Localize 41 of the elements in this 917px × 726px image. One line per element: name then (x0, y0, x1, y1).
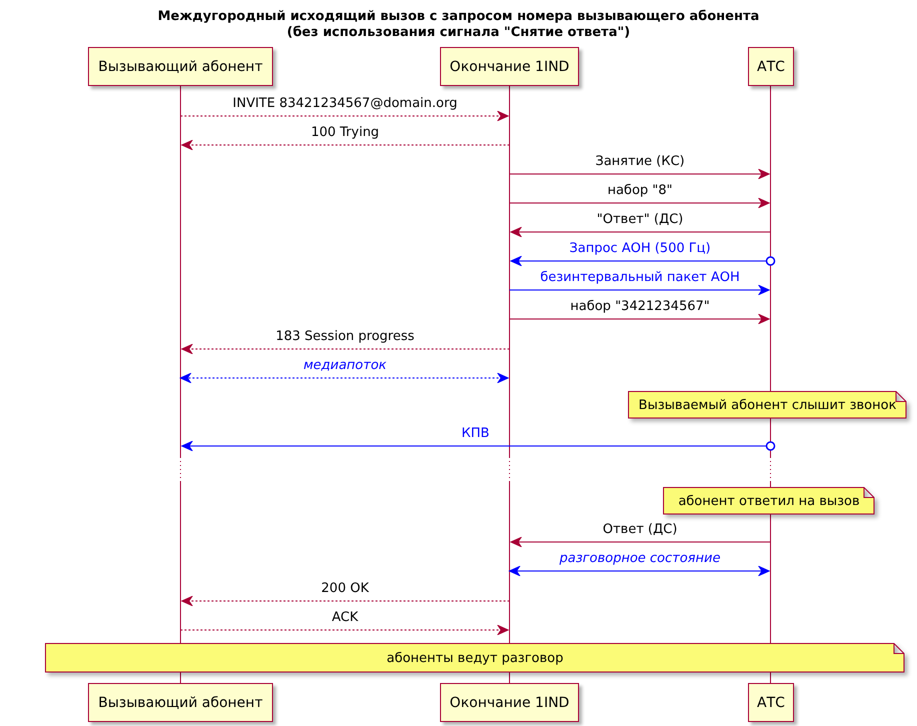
message-arrow (182, 441, 776, 451)
message-arrow (509, 314, 770, 324)
participant-box: АТС (748, 47, 794, 86)
message-label: 100 Trying (310, 125, 380, 141)
note-box: абонент ответил на вызов (663, 487, 875, 515)
message-arrow (509, 198, 770, 208)
message-arrow (180, 373, 508, 383)
message-label: 200 OK (321, 581, 369, 597)
message-arrow (510, 537, 771, 547)
diagram-title: Междугородный исходящий вызов с запросом номера вызывающего абонента (без использования сигнала "Снятие ответа") (156, 9, 760, 41)
message-label: Занятие (КС) (595, 154, 685, 170)
message-label: КПВ (462, 426, 490, 442)
message-arrow (509, 169, 770, 179)
message-arrow (182, 596, 510, 606)
message-label: ACK (332, 610, 358, 626)
message-arrow (180, 111, 508, 121)
message-label: набор "3421234567" (570, 299, 710, 315)
message-label: набор "8" (607, 183, 673, 199)
message-arrow (510, 227, 771, 237)
participant-box: Вызывающий абонент (88, 683, 273, 722)
message-label: безинтервальный пакет АОН (540, 270, 740, 286)
message-arrow (510, 256, 776, 266)
message-label: медиапоток (303, 358, 387, 374)
message-label: разговорное состояние (560, 551, 720, 567)
note-box: Вызываемый абонент слышит звонок (628, 391, 907, 419)
message-arrow (182, 140, 510, 150)
lifeline (179, 86, 182, 683)
message-arrow (509, 566, 770, 576)
message-label: "Ответ" (ДС) (596, 212, 684, 228)
note-box: абоненты ведут разговор (45, 643, 905, 673)
participant-box: Окончание 1IND (440, 683, 579, 722)
message-label: INVITE 83421234567@domain.org (232, 96, 458, 112)
message-label: Запрос АОН (500 Гц) (569, 241, 711, 257)
message-label: 183 Session progress (276, 329, 414, 345)
participant-box: Вызывающий абонент (88, 47, 273, 86)
participant-box: АТС (748, 683, 794, 722)
message-arrow (180, 625, 508, 635)
message-arrow (509, 285, 770, 295)
participant-box: Окончание 1IND (440, 47, 579, 86)
message-arrow (182, 344, 510, 354)
message-label: Ответ (ДС) (602, 522, 678, 538)
